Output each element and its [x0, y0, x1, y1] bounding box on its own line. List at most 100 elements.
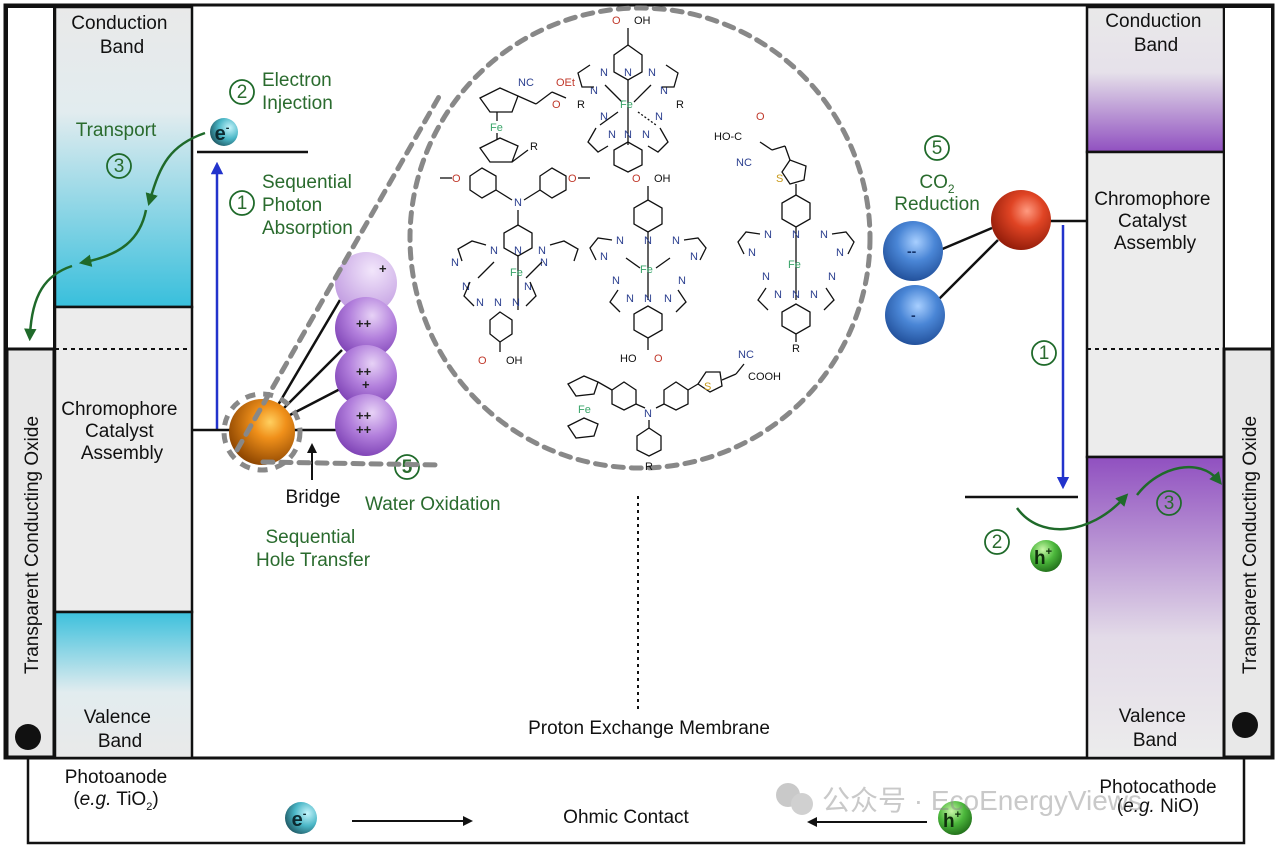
molecule-ferrocene-acceptor: Fe NC OEt O R — [479, 77, 575, 163]
photoanode-example: (e.g. TiO2) — [73, 789, 158, 813]
n-c-9: N — [644, 293, 652, 305]
catalyst-sphere-4 — [335, 394, 397, 456]
fe-n-bond-1d — [637, 111, 657, 126]
o-r-top: O — [756, 111, 765, 123]
hole-transfer-label: Sequential Hole Transfer — [256, 527, 371, 571]
n-r-4: N — [748, 247, 756, 259]
thiophene-b — [697, 371, 723, 393]
anode-cb-label-1: Conduction — [71, 13, 167, 34]
catalyst-charge-4: ++ ++ — [356, 408, 375, 437]
hole-injection-arrow — [1015, 493, 1129, 531]
anode-processes: Transport 3 e- 2 Electron Injection 1 Se… — [24, 70, 501, 571]
cathode-cb-label: Conduction Band — [1105, 11, 1206, 56]
cathode-chromophore-sphere — [991, 190, 1051, 250]
hole-transport-arrow — [1136, 465, 1222, 496]
electron-sup: - — [226, 122, 230, 134]
photocathode: Transparent Conducting Oxide Conduction … — [1085, 5, 1274, 817]
cathode-step3-circle — [1156, 490, 1182, 516]
co2-label: CO2 — [919, 172, 955, 196]
injected-electron — [210, 118, 238, 146]
n-top-10: N — [642, 129, 650, 141]
step1-circle — [229, 190, 255, 216]
anode-example-close: ) — [152, 789, 158, 810]
cath-ex-open: ( — [1117, 796, 1124, 817]
anode-cb-label-2: Band — [100, 37, 144, 58]
cathode-tco-upper — [1223, 6, 1273, 350]
n-l-9: N — [494, 297, 502, 309]
acrylic-b2 — [735, 363, 745, 375]
cath-ex-eg: e.g. — [1123, 796, 1155, 817]
cathode-step1-circle — [1031, 340, 1057, 366]
o-center-top: O — [632, 173, 641, 185]
catalyst-sphere-3 — [335, 345, 397, 407]
cathode-step2-circle — [984, 529, 1010, 555]
fe-atom-5: Fe — [788, 259, 801, 271]
o-top-1: O — [612, 15, 621, 27]
anode-contact-terminal — [15, 724, 41, 750]
o-methoxy-r: O — [568, 173, 577, 185]
n-c-2: N — [616, 235, 624, 247]
pyridine-r-bottom — [781, 303, 811, 335]
n-top-6: N — [600, 111, 608, 123]
transport-arrow — [145, 131, 206, 207]
molecule-fe-complex-left: O O N Fe N N N N N N N N N N O OH — [440, 167, 590, 367]
cathode-charge-1: -- — [907, 243, 917, 259]
step5-cathode-number: 5 — [932, 138, 943, 159]
vinyl-bond — [517, 95, 537, 105]
n-r-1: N — [792, 229, 800, 241]
catalyst-charge-3a: ++ — [356, 364, 372, 379]
electron-injection-label: Electron Injection — [262, 70, 337, 114]
callout-halo-bridge — [221, 391, 303, 473]
bridge-wire-3 — [287, 386, 343, 418]
cathode-chromophore-label: Chromophore Catalyst Assembly — [1094, 189, 1215, 254]
step5-anode-circle — [394, 454, 420, 480]
anode-example-sub: 2 — [146, 801, 152, 813]
watermark-text: 公众号 · EcoEnergyViews — [822, 785, 1142, 816]
step5-cathode-circle — [924, 135, 950, 161]
anode-chromophore-label: Chromophore Catalyst Assembly — [61, 399, 182, 464]
step2-circle — [229, 79, 255, 105]
cathode-catalyst-sphere-2 — [885, 285, 945, 345]
n-r-6: N — [762, 271, 770, 283]
circuit-hole — [938, 801, 972, 835]
n-top-3: N — [648, 67, 656, 79]
cathode-bandgap — [1085, 150, 1226, 459]
imidazole-rings-c — [589, 237, 707, 313]
pyridine-c — [633, 199, 663, 233]
cathode-conduction-band — [1085, 5, 1226, 154]
cathode-contact-terminal — [1232, 712, 1258, 738]
transport-label: Transport — [76, 120, 157, 141]
co2-co: CO — [919, 172, 948, 193]
acrylic-bond-r3 — [784, 145, 791, 161]
catalyst-charge-4a: ++ — [356, 408, 372, 423]
cathode-processes: -- - 5 CO2 Reduction 1 2 3 h+ — [883, 135, 1222, 572]
fe-atom-2: Fe — [620, 99, 633, 111]
ester-bond — [551, 91, 567, 99]
n-c-10: N — [664, 293, 672, 305]
fe-atom-6: Fe — [578, 404, 591, 416]
cathode-chromophore-l3: Assembly — [1114, 233, 1197, 254]
fe-n-bond-1c — [599, 111, 619, 126]
cathode-hole-particle — [1030, 540, 1062, 572]
s-r: S — [776, 173, 783, 185]
n-aryl-bond2 — [655, 403, 665, 409]
n-r-9: N — [792, 289, 800, 301]
fe-atom-1: Fe — [490, 122, 503, 134]
photocathode-example: (e.g. NiO) — [1117, 796, 1199, 817]
hole-transfer-l1: Sequential — [265, 527, 355, 548]
n-top-1: N — [624, 67, 632, 79]
anode-tco-label: Transparent Conducting Oxide — [22, 416, 43, 674]
r-top-1: R — [577, 99, 585, 111]
cp-ring-bottom — [479, 137, 519, 163]
cp-ring-top — [479, 87, 519, 113]
imidazole-rings-top — [577, 64, 679, 153]
nc-label-1: NC — [518, 77, 534, 89]
anode-chromophore-l2: Catalyst — [85, 421, 154, 442]
acrylic-bond-r1 — [759, 141, 773, 151]
molecule-ferrocene-triarylamine-dye: Fe N R S NC COOH — [567, 349, 781, 473]
n-top-2: N — [600, 67, 608, 79]
cathode-vb-l1: Valence — [1119, 706, 1186, 727]
anode-vb-l1: Valence — [84, 707, 151, 728]
n-top-5: N — [660, 85, 668, 97]
n-top-8: N — [608, 129, 616, 141]
